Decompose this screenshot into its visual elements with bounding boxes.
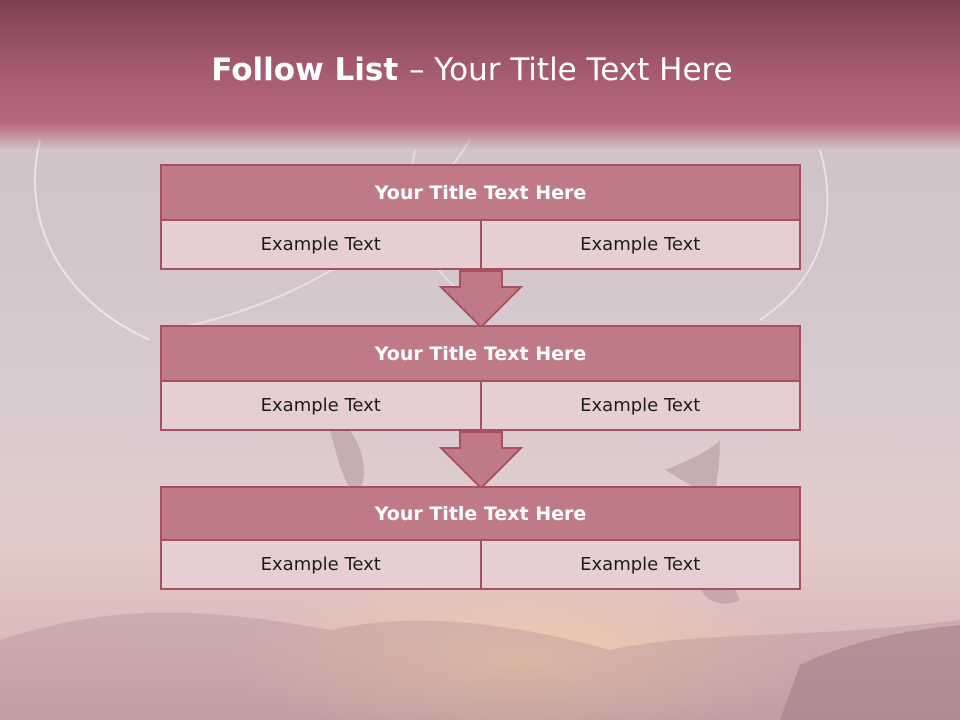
- step-1-right-text: Example Text: [479, 221, 799, 268]
- step-box-1: Your Title Text Here Example Text Exampl…: [160, 164, 801, 270]
- slide-title-subtitle: – Your Title Text Here: [408, 52, 733, 88]
- step-title-1: Your Title Text Here: [160, 164, 801, 221]
- step-3-right-text: Example Text: [479, 541, 799, 588]
- step-1-left-text: Example Text: [162, 221, 480, 268]
- down-arrow-icon: [438, 270, 524, 328]
- slide-title-bold: Follow List: [211, 52, 409, 88]
- step-2-right-text: Example Text: [479, 382, 799, 429]
- step-title-3: Your Title Text Here: [160, 486, 801, 541]
- step-title-2: Your Title Text Here: [160, 325, 801, 382]
- step-row-2: Example Text Example Text: [160, 382, 801, 431]
- step-box-3: Your Title Text Here Example Text Exampl…: [160, 486, 801, 590]
- step-2-left-text: Example Text: [162, 382, 480, 429]
- step-box-2: Your Title Text Here Example Text Exampl…: [160, 325, 801, 431]
- slide-title: Follow List – Your Title Text Here: [0, 52, 944, 88]
- step-3-left-text: Example Text: [162, 541, 480, 588]
- step-row-3: Example Text Example Text: [160, 541, 801, 590]
- step-row-1: Example Text Example Text: [160, 221, 801, 270]
- down-arrow-icon: [438, 431, 524, 489]
- header-band: [0, 0, 960, 150]
